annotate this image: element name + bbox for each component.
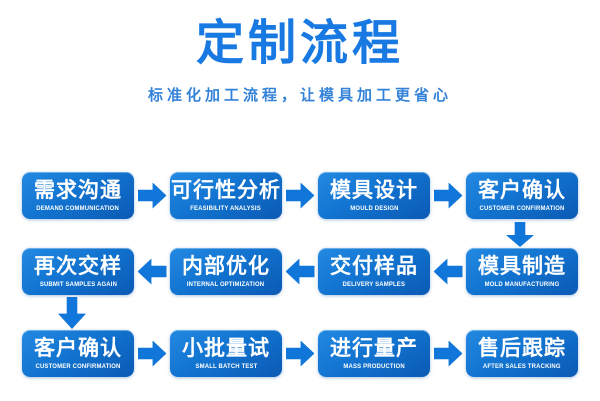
arrow-right-icon: [433, 182, 463, 209]
arrow-right-icon: [433, 340, 463, 367]
step-label-en: SUBMIT SAMPLES AGAIN: [39, 281, 117, 287]
step-label-zh: 内部优化: [182, 254, 270, 278]
step-label-zh: 售后跟踪: [478, 336, 566, 360]
flow-row-3: 客户确认 CUSTOMER CONFIRMATION 小批量试 SMALL BA…: [22, 330, 578, 377]
step-label-zh: 小批量试: [182, 336, 270, 360]
step-label-en: CUSTOMER CONFIRMATION: [35, 363, 121, 369]
step-label-en: MOLD MANUFACTURING: [484, 281, 560, 287]
page-subtitle: 标准化加工流程，让模具加工更省心: [147, 87, 452, 104]
step-mass-production: 进行量产 MASS PRODUCTION: [318, 330, 430, 377]
step-submit-samples-again: 再次交样 SUBMIT SAMPLES AGAIN: [22, 248, 134, 295]
arrow-left-icon: [433, 258, 463, 285]
process-flow: 需求沟通 DEMAND COMMUNICATION 可行性分析 FEASIBIL…: [22, 172, 578, 378]
step-label-en: AFTER SALES TRACKING: [483, 363, 561, 369]
arrow-right-icon: [285, 182, 315, 209]
step-label-zh: 再次交样: [34, 254, 122, 278]
step-feasibility-analysis: 可行性分析 FEASIBILITY ANALYSIS: [170, 172, 282, 219]
step-label-zh: 交付样品: [330, 254, 418, 278]
step-customer-confirmation-2: 客户确认 CUSTOMER CONFIRMATION: [22, 330, 134, 377]
step-label-en: INTERNAL OPTIMIZATION: [187, 281, 265, 287]
step-delivery-samples: 交付样品 DELIVERY SAMPLES: [318, 248, 430, 295]
arrow-left-icon: [285, 258, 315, 285]
flow-row-2: 再次交样 SUBMIT SAMPLES AGAIN 内部优化 INTERNAL …: [22, 248, 578, 295]
step-label-zh: 客户确认: [478, 178, 566, 202]
arrow-down-icon: [506, 222, 534, 247]
arrow-right-icon: [137, 182, 167, 209]
arrow-right-icon: [137, 340, 167, 367]
step-label-zh: 可行性分析: [171, 178, 281, 202]
arrow-down-icon: [58, 297, 86, 329]
arrow-right-icon: [285, 340, 315, 367]
step-label-en: CUSTOMER CONFIRMATION: [479, 205, 565, 211]
step-after-sales-tracking: 售后跟踪 AFTER SALES TRACKING: [466, 330, 578, 377]
step-internal-optimization: 内部优化 INTERNAL OPTIMIZATION: [170, 248, 282, 295]
step-label-en: FEASIBILITY ANALYSIS: [190, 205, 262, 211]
step-demand-communication: 需求沟通 DEMAND COMMUNICATION: [22, 172, 134, 219]
step-label-en: SMALL BATCH TEST: [195, 363, 257, 369]
step-label-en: DELIVERY SAMPLES: [342, 281, 406, 287]
flow-row-1: 需求沟通 DEMAND COMMUNICATION 可行性分析 FEASIBIL…: [22, 172, 578, 219]
page-title: 定制流程: [195, 17, 404, 70]
step-label-en: MOULD DESIGN: [349, 205, 399, 211]
step-label-zh: 客户确认: [34, 336, 122, 360]
step-mold-manufacturing: 模具制造 MOLD MANUFACTURING: [466, 248, 578, 295]
step-label-en: MASS PRODUCTION: [343, 363, 405, 369]
step-label-zh: 模具设计: [330, 178, 418, 202]
step-label-zh: 需求沟通: [34, 178, 122, 202]
step-label-en: DEMAND COMMUNICATION: [36, 205, 120, 211]
step-label-zh: 模具制造: [478, 254, 566, 278]
step-label-zh: 进行量产: [330, 336, 418, 360]
arrow-left-icon: [137, 258, 167, 285]
step-mould-design: 模具设计 MOULD DESIGN: [318, 172, 430, 219]
step-customer-confirmation-1: 客户确认 CUSTOMER CONFIRMATION: [466, 172, 578, 219]
step-small-batch-test: 小批量试 SMALL BATCH TEST: [170, 330, 282, 377]
